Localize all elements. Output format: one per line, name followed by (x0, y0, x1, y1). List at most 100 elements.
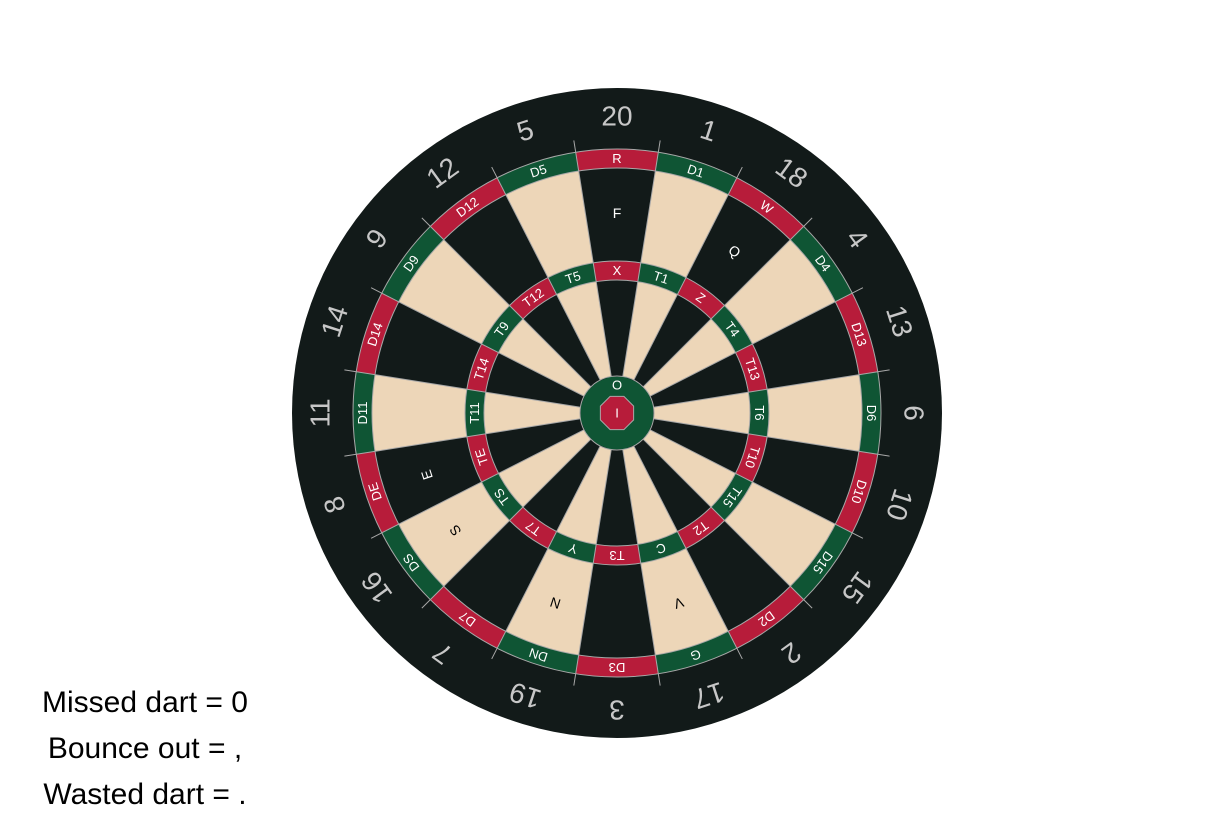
outer-single-segment-12[interactable] (443, 194, 548, 306)
double-segment-20[interactable] (575, 149, 659, 172)
board-number-6: 6 (899, 405, 930, 421)
triple-segment-20[interactable] (593, 261, 641, 282)
inner-single-segment-3[interactable] (596, 449, 638, 546)
outer-single-segment-13[interactable] (752, 301, 859, 390)
inner-single-segment-16[interactable] (498, 429, 591, 508)
double-segment-13[interactable] (835, 293, 878, 375)
board-number-11: 11 (305, 398, 336, 427)
triple-segment-5[interactable] (547, 262, 597, 295)
inner-single-segment-17[interactable] (622, 445, 678, 545)
triple-segment-13[interactable] (735, 343, 768, 393)
inner-single-segment-1[interactable] (622, 281, 678, 381)
double-segment-6[interactable] (858, 371, 881, 455)
double-segment-12[interactable] (430, 177, 506, 240)
double-segment-15[interactable] (790, 524, 853, 600)
outer-single-segment-6[interactable] (767, 374, 862, 452)
outer-single-segment-9[interactable] (398, 239, 510, 344)
double-label-5: D5 (528, 161, 548, 180)
inner-single-segment-9[interactable] (498, 318, 591, 397)
spider-wire (491, 445, 601, 660)
spider-wire (622, 449, 661, 686)
triple-segment-15[interactable] (711, 473, 753, 521)
triple-segment-10[interactable] (735, 433, 768, 483)
outer-single-segment-4[interactable] (724, 239, 836, 344)
double-segment-17[interactable] (655, 631, 737, 674)
double-segment-8[interactable] (356, 451, 399, 533)
triple-label-7: T7 (523, 518, 544, 539)
double-label-6: D6 (864, 405, 879, 422)
double-segment-11[interactable] (353, 371, 376, 455)
triple-segment-12[interactable] (509, 277, 557, 319)
triple-segment-17[interactable] (637, 531, 687, 564)
ring-wire (352, 148, 882, 678)
inner-single-segment-6[interactable] (653, 392, 750, 434)
inner-single-segment-19[interactable] (556, 445, 612, 545)
inner-single-segment-8[interactable] (485, 418, 585, 474)
triple-segment-19[interactable] (547, 531, 597, 564)
double-segment-5[interactable] (497, 152, 579, 195)
outer-single-segment-17[interactable] (640, 548, 729, 655)
outer-single-segment-10[interactable] (752, 436, 859, 525)
double-segment-7[interactable] (430, 586, 506, 649)
inner-single-segment-14[interactable] (485, 352, 585, 408)
triple-segment-6[interactable] (748, 389, 769, 437)
double-segment-16[interactable] (381, 524, 444, 600)
inner-single-segment-10[interactable] (649, 418, 749, 474)
inner-single-segment-2[interactable] (633, 439, 712, 532)
triple-label-13: T13 (742, 356, 763, 382)
outer-single-segment-7[interactable] (443, 520, 548, 632)
triple-label-3: T3 (609, 548, 624, 563)
double-segment-19[interactable] (497, 631, 579, 674)
outer-single-segment-20[interactable] (578, 168, 656, 263)
triple-segment-9[interactable] (481, 305, 523, 353)
spider-wire (573, 140, 612, 377)
outer-single-segment-19[interactable] (505, 548, 594, 655)
triple-segment-11[interactable] (465, 389, 486, 437)
outer-single-segment-1[interactable] (640, 171, 729, 278)
outer-single-segment-15[interactable] (724, 482, 836, 587)
inner-single-segment-7[interactable] (522, 439, 601, 532)
triple-label-4: T4 (722, 319, 743, 340)
inner-single-segment-20[interactable] (596, 280, 638, 377)
triple-label-1: T1 (652, 268, 671, 287)
spider-wire (653, 418, 890, 457)
triple-segment-16[interactable] (481, 473, 523, 521)
outer-single-segment-14[interactable] (375, 301, 482, 390)
outer-single-segment-16[interactable] (398, 482, 510, 587)
inner-single-segment-5[interactable] (556, 281, 612, 381)
triple-segment-7[interactable] (509, 507, 557, 549)
double-segment-9[interactable] (381, 226, 444, 302)
inner-single-segment-15[interactable] (643, 429, 736, 508)
double-segment-18[interactable] (728, 177, 804, 240)
double-segment-2[interactable] (728, 586, 804, 649)
double-segment-1[interactable] (655, 152, 737, 195)
double-segment-4[interactable] (790, 226, 853, 302)
inner-single-segment-12[interactable] (522, 294, 601, 387)
outer-single-segment-5[interactable] (505, 171, 594, 278)
spider-wire (344, 369, 581, 408)
triple-segment-14[interactable] (466, 343, 499, 393)
outer-single-segment-2[interactable] (686, 520, 791, 632)
inner-single-segment-13[interactable] (649, 352, 749, 408)
triple-segment-3[interactable] (593, 544, 641, 565)
triple-segment-8[interactable] (466, 433, 499, 483)
double-segment-14[interactable] (356, 293, 399, 375)
triple-segment-4[interactable] (711, 305, 753, 353)
inner-single-segment-11[interactable] (484, 392, 581, 434)
outer-single-segment-8[interactable] (375, 436, 482, 525)
triple-segment-2[interactable] (677, 507, 725, 549)
bullseye[interactable] (599, 395, 635, 431)
triple-segment-1[interactable] (637, 262, 687, 295)
triple-segment-18[interactable] (677, 277, 725, 319)
double-segment-3[interactable] (575, 654, 659, 677)
outer-single-segment-11[interactable] (372, 374, 467, 452)
triple-label-8: TE (472, 447, 492, 468)
inner-single-segment-4[interactable] (643, 318, 736, 397)
double-segment-10[interactable] (835, 451, 878, 533)
outer-single-segment-18[interactable] (686, 194, 791, 306)
inner-single-segment-18[interactable] (633, 294, 712, 387)
board-number-20: 20 (601, 101, 632, 132)
outer-single-segment-3[interactable] (578, 563, 656, 658)
spider-wire (421, 438, 592, 609)
